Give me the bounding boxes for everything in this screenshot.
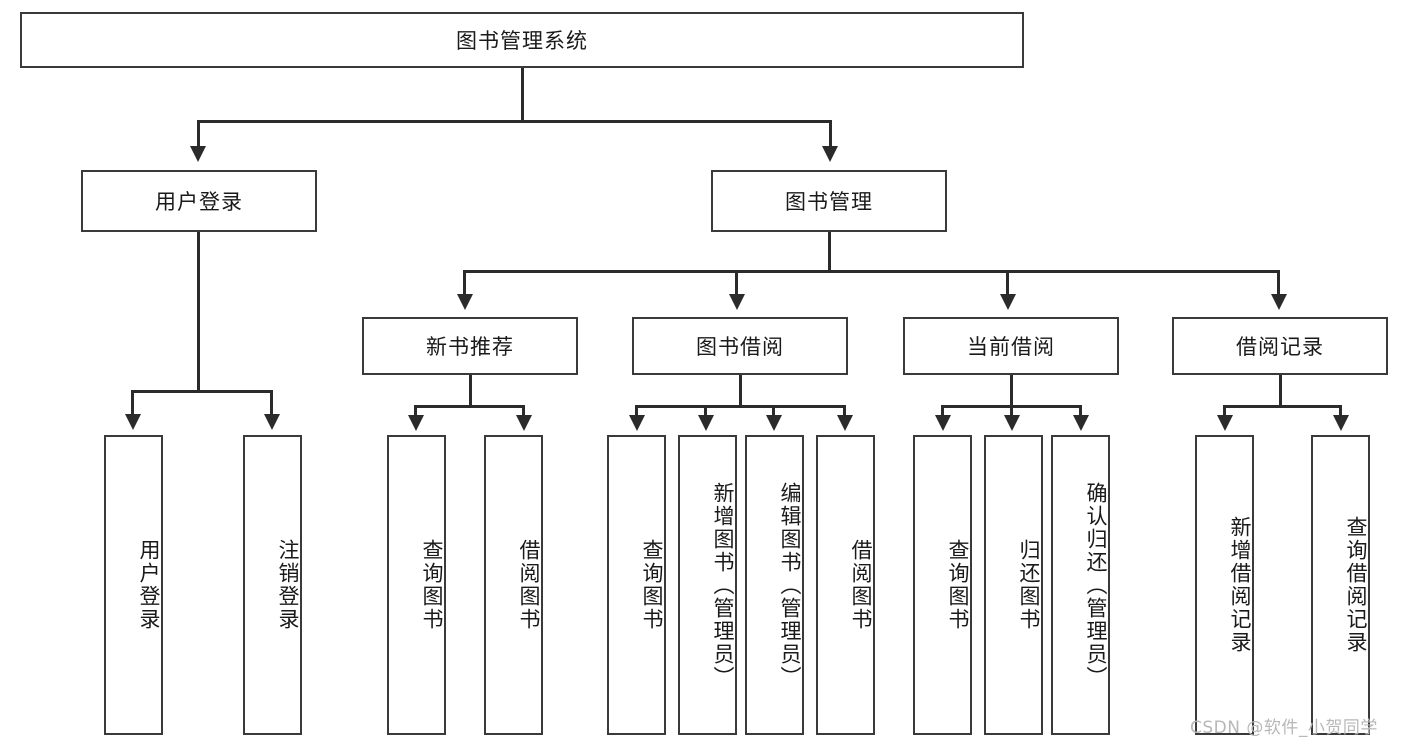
- leaf-new-book-borrow[interactable]: 借阅图书: [484, 435, 543, 735]
- leaf-current-borrow-return[interactable]: 归还图书: [984, 435, 1043, 735]
- arrow-book-borrow-leaf-2: [698, 415, 714, 431]
- arrow-new-book-leaf-2: [516, 415, 532, 431]
- node-label: 归还图书: [1017, 539, 1041, 631]
- edge-book-borrow-bus: [636, 405, 845, 408]
- node-label: 借阅图书: [849, 539, 873, 631]
- leaf-user-login-logout[interactable]: 注销登录: [243, 435, 302, 735]
- node-user-login[interactable]: 用户登录: [81, 170, 317, 232]
- edge-book-borrow-drop-3: [772, 405, 775, 417]
- leaf-current-borrow-confirm[interactable]: 确认归还（管理员）: [1051, 435, 1110, 735]
- arrow-book-mgmt-to-current-borrow: [1000, 294, 1016, 310]
- csdn-watermark: CSDN @软件_小贺同学: [1190, 718, 1378, 738]
- node-current-borrow[interactable]: 当前借阅: [903, 317, 1119, 375]
- edge-new-book-stem: [469, 375, 472, 407]
- arrow-root-to-book-mgmt: [822, 146, 838, 162]
- node-label: 当前借阅: [967, 335, 1055, 359]
- node-label: 图书管理: [785, 190, 873, 214]
- edge-root-stem: [521, 68, 524, 122]
- arrow-book-borrow-leaf-3: [766, 415, 782, 431]
- arrow-user-login-leaf-2: [264, 414, 280, 430]
- edge-book-borrow-drop-1: [635, 405, 638, 417]
- edge-borrow-record-bus: [1224, 405, 1342, 408]
- leaf-book-borrow-borrow[interactable]: 借阅图书: [816, 435, 875, 735]
- edge-borrow-record-stem: [1279, 375, 1282, 407]
- arrow-book-borrow-leaf-4: [837, 415, 853, 431]
- node-label: 查询借阅记录: [1344, 516, 1368, 654]
- leaf-new-book-query[interactable]: 查询图书: [387, 435, 446, 735]
- arrow-book-mgmt-to-book-borrow: [729, 294, 745, 310]
- edge-user-login-bus: [132, 390, 271, 393]
- edge-borrow-record-drop-1: [1223, 405, 1226, 417]
- leaf-borrow-record-query[interactable]: 查询借阅记录: [1311, 435, 1370, 735]
- node-label: 用户登录: [155, 190, 243, 214]
- node-label: 图书管理系统: [456, 29, 588, 53]
- edge-borrow-record-drop-2: [1339, 405, 1342, 417]
- arrow-book-mgmt-to-new-book: [457, 294, 473, 310]
- edge-user-login-drop-1: [131, 390, 134, 416]
- node-label: 新增借阅记录: [1228, 516, 1252, 654]
- leaf-user-login-login[interactable]: 用户登录: [104, 435, 163, 735]
- edge-book-mgmt-stem: [828, 232, 831, 272]
- leaf-book-borrow-query[interactable]: 查询图书: [607, 435, 666, 735]
- arrow-book-borrow-leaf-1: [629, 415, 645, 431]
- node-label: 图书借阅: [696, 335, 784, 359]
- node-label: 用户登录: [137, 539, 161, 631]
- node-label: 借阅图书: [517, 539, 541, 631]
- edge-new-book-drop-2: [522, 405, 525, 417]
- edge-book-borrow-stem: [739, 375, 742, 407]
- edge-current-borrow-drop-1: [941, 405, 944, 417]
- edge-book-mgmt-drop-1: [463, 270, 466, 296]
- edge-book-mgmt-drop-2: [735, 270, 738, 296]
- leaf-borrow-record-add[interactable]: 新增借阅记录: [1195, 435, 1254, 735]
- edge-root-to-user-login: [197, 120, 200, 148]
- edge-current-borrow-stem: [1010, 375, 1013, 407]
- arrow-current-borrow-leaf-3: [1073, 415, 1089, 431]
- edge-current-borrow-drop-3: [1079, 405, 1082, 417]
- leaf-book-borrow-edit[interactable]: 编辑图书（管理员）: [745, 435, 804, 735]
- edge-user-login-drop-2: [270, 390, 273, 416]
- node-label: 查询图书: [946, 539, 970, 631]
- node-label: 借阅记录: [1236, 335, 1324, 359]
- node-label: 注销登录: [276, 539, 300, 631]
- edge-book-borrow-drop-4: [843, 405, 846, 417]
- arrow-new-book-leaf-1: [408, 415, 424, 431]
- edge-user-login-stem: [197, 232, 200, 392]
- node-label: 新书推荐: [426, 335, 514, 359]
- node-label: 新增图书（管理员）: [711, 481, 735, 689]
- edge-book-mgmt-bus: [464, 270, 1278, 273]
- edge-root-to-book-mgmt: [829, 120, 832, 148]
- edge-book-borrow-drop-2: [704, 405, 707, 417]
- arrow-borrow-record-leaf-1: [1217, 415, 1233, 431]
- node-borrow-record[interactable]: 借阅记录: [1172, 317, 1388, 375]
- node-label: 查询图书: [420, 539, 444, 631]
- leaf-book-borrow-add[interactable]: 新增图书（管理员）: [678, 435, 737, 735]
- node-label: 查询图书: [640, 539, 664, 631]
- arrow-user-login-leaf-1: [125, 414, 141, 430]
- node-label: 确认归还（管理员）: [1084, 481, 1108, 689]
- edge-current-borrow-drop-2: [1010, 405, 1013, 417]
- edge-root-bus: [198, 120, 832, 123]
- edge-new-book-bus: [415, 405, 525, 408]
- arrow-borrow-record-leaf-2: [1333, 415, 1349, 431]
- edge-book-mgmt-drop-4: [1277, 270, 1280, 296]
- node-label: 编辑图书（管理员）: [778, 481, 802, 689]
- node-book-borrow[interactable]: 图书借阅: [632, 317, 848, 375]
- node-book-management[interactable]: 图书管理: [711, 170, 947, 232]
- edge-new-book-drop-1: [414, 405, 417, 417]
- arrow-current-borrow-leaf-1: [935, 415, 951, 431]
- arrow-book-mgmt-to-borrow-record: [1271, 294, 1287, 310]
- arrow-root-to-user-login: [190, 146, 206, 162]
- node-new-book-recommend[interactable]: 新书推荐: [362, 317, 578, 375]
- arrow-current-borrow-leaf-2: [1004, 415, 1020, 431]
- leaf-current-borrow-query[interactable]: 查询图书: [913, 435, 972, 735]
- edge-book-mgmt-drop-3: [1006, 270, 1009, 296]
- node-root-system[interactable]: 图书管理系统: [20, 12, 1024, 68]
